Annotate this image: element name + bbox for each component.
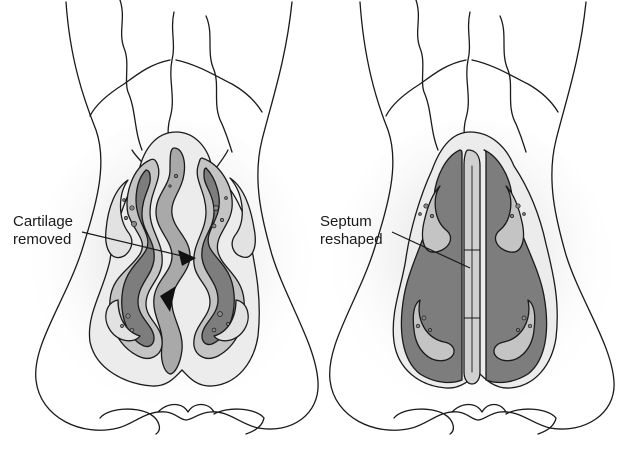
nose-before-illustration <box>32 0 318 434</box>
bone-crack-right-5 <box>472 60 558 112</box>
label-cartilage-line1: Cartilage <box>13 213 73 231</box>
label-cartilage-line2: removed <box>13 231 73 249</box>
bone-crack-left-4 <box>90 60 170 116</box>
label-septum-line1: Septum <box>320 213 383 231</box>
bone-crack-left-5 <box>176 60 262 112</box>
label-cartilage-removed: Cartilage removed <box>13 213 73 249</box>
label-septum-line2: reshaped <box>320 231 383 249</box>
bone-crack-right-4 <box>386 60 466 116</box>
label-septum-reshaped: Septum reshaped <box>320 213 383 249</box>
